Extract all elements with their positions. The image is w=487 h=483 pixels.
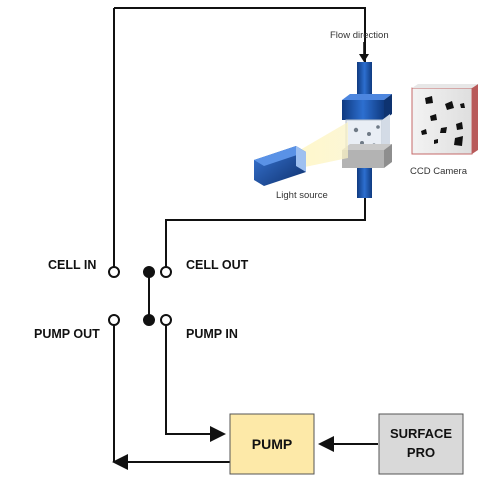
surface-pro-label-line1: SURFACE (390, 426, 452, 441)
flow-arrow-icon (359, 42, 369, 62)
label-ccd-camera: CCD Camera (410, 166, 468, 177)
port-pump-in (160, 314, 172, 326)
port-pump-out (108, 314, 120, 326)
tubing-lines (112, 7, 378, 470)
surface-pro-box: SURFACE PRO (378, 413, 464, 475)
label-cell-out: CELL OUT (186, 258, 249, 272)
pump-label: PUMP (252, 436, 292, 452)
valve-node-bottom (143, 314, 155, 326)
port-cell-in (108, 266, 120, 278)
port-cell-out (160, 266, 172, 278)
tube-pump-in (165, 323, 226, 442)
label-pump-in: PUMP IN (186, 327, 238, 341)
light-source-icon (254, 146, 306, 186)
tube-cell-out (165, 195, 366, 267)
label-flow-direction: Flow direction (330, 30, 389, 41)
label-cell-in: CELL IN (48, 258, 96, 272)
surface-pro-label-line2: PRO (407, 445, 435, 460)
pump-box: PUMP (229, 413, 315, 475)
ports (108, 266, 172, 326)
flow-cell-icon (342, 62, 392, 198)
label-pump-out: PUMP OUT (34, 327, 100, 341)
label-light-source: Light source (276, 190, 328, 201)
ccd-camera-icon (411, 84, 478, 155)
valve-node-top (143, 266, 155, 278)
tube-cell-in-top (114, 7, 366, 62)
light-beam (300, 122, 348, 168)
